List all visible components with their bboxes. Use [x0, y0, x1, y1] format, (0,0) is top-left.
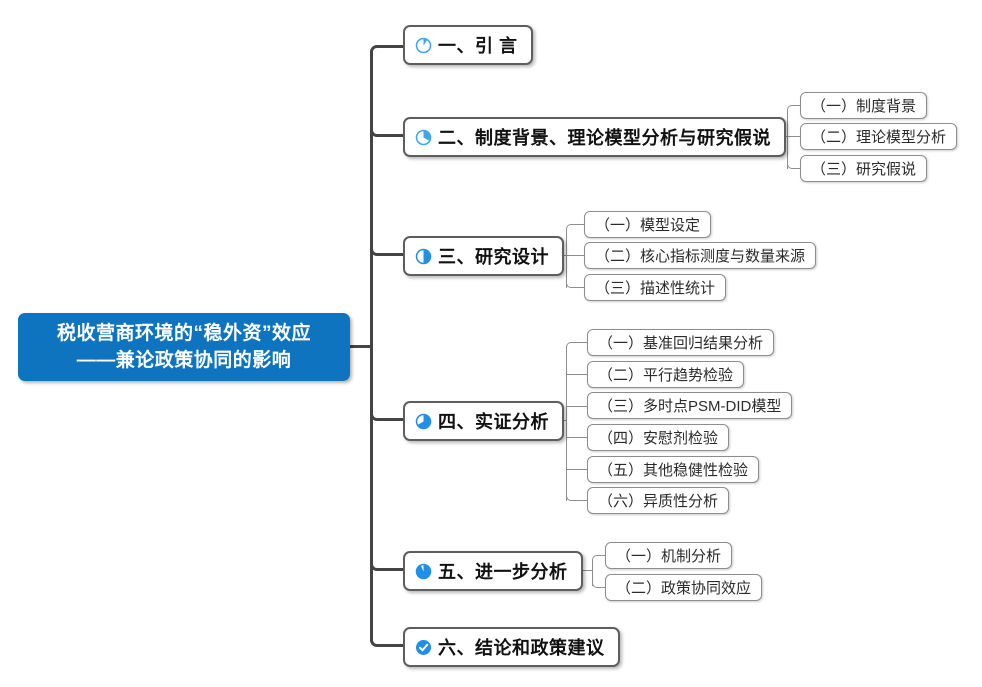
- sub-node-4-2[interactable]: （二）平行趋势检验: [587, 361, 745, 388]
- connector-sub5-elbow-2: [592, 578, 602, 588]
- branch-node-4[interactable]: 四、实证分析: [403, 401, 564, 441]
- connector-sub2-elbow-1: [787, 105, 797, 115]
- connector-sub2-trunk: [787, 112, 788, 169]
- sub-node-label: （一）基准回归结果分析: [598, 335, 764, 352]
- connector-sub2-lead-2: [787, 136, 801, 137]
- branch-node-2[interactable]: 二、制度背景、理论模型分析与研究假说: [403, 117, 786, 157]
- pie-progress-icon: [415, 129, 432, 146]
- branch-node-3[interactable]: 三、研究设计: [403, 236, 564, 276]
- sub-node-3-2[interactable]: （二）核心指标测度与数量来源: [584, 242, 817, 269]
- connector-root-stub: [350, 345, 373, 348]
- sub-node-4-6[interactable]: （六）异质性分析: [587, 487, 730, 514]
- sub-node-label: （一）机制分析: [616, 548, 722, 565]
- connector-lead-branch-4: [386, 418, 404, 421]
- connector-sub5-trunk: [592, 562, 593, 586]
- root-node[interactable]: 税收营商环境的“稳外资”效应 ——兼论政策协同的影响: [18, 313, 350, 381]
- sub-node-label: （五）其他稳健性检验: [598, 462, 749, 479]
- check-circle-icon: [415, 639, 432, 656]
- connector-lead-branch-1: [386, 45, 404, 48]
- pie-progress-icon: [415, 563, 432, 580]
- pie-progress-icon: [415, 413, 432, 430]
- sub-node-4-3[interactable]: （三）多时点PSM-DID模型: [587, 392, 793, 419]
- connector-sub4-lead-4: [566, 437, 588, 438]
- sub-node-5-1[interactable]: （一）机制分析: [605, 542, 733, 569]
- sub-node-label: （三）研究假说: [811, 161, 917, 178]
- connector-sub4-elbow-1: [566, 342, 576, 352]
- sub-node-5-2[interactable]: （二）政策协同效应: [605, 574, 763, 601]
- sub-node-label: （三）描述性统计: [595, 280, 716, 297]
- connector-sub4-lead-3: [566, 406, 588, 407]
- connector-sub2-lead-1: [795, 105, 801, 106]
- sub-node-3-1[interactable]: （一）模型设定: [584, 211, 712, 238]
- connector-sub4-elbow-6: [566, 491, 576, 501]
- connector-sub4-lead-2: [566, 374, 588, 375]
- connector-lead-branch-6: [386, 644, 404, 647]
- connector-sub3-lead-3: [574, 287, 585, 288]
- sub-node-4-4[interactable]: （四）安慰剂检验: [587, 424, 730, 451]
- connector-sub3-elbow-1: [566, 224, 576, 234]
- connector-sub4-trunk: [566, 349, 567, 501]
- connector-sub4-lead-5: [566, 469, 588, 470]
- branch-label-5: 五、进一步分析: [438, 562, 568, 582]
- connector-lead-branch-5: [386, 568, 404, 571]
- root-title-line-2: ——兼论政策协同的影响: [76, 350, 292, 371]
- connector-lead-branch-2: [386, 134, 404, 137]
- connector-elbow-branch-5: [370, 553, 388, 571]
- connector-sub5-elbow-1: [592, 555, 602, 565]
- sub-node-4-1[interactable]: （一）基准回归结果分析: [587, 329, 775, 356]
- sub-node-2-2[interactable]: （二）理论模型分析: [800, 123, 958, 150]
- sub-node-3-3[interactable]: （三）描述性统计: [584, 274, 727, 301]
- pie-progress-icon: [415, 37, 432, 54]
- sub-node-4-5[interactable]: （五）其他稳健性检验: [587, 456, 760, 483]
- pie-progress-icon: [415, 248, 432, 265]
- connector-sub3-lead-1: [574, 224, 585, 225]
- connector-elbow-branch-2: [370, 119, 388, 137]
- connector-lead-branch-3: [386, 253, 404, 256]
- branch-label-4: 四、实证分析: [438, 412, 549, 432]
- sub-node-label: （二）核心指标测度与数量来源: [595, 248, 806, 265]
- connector-sub2-elbow-3: [787, 159, 797, 169]
- connector-elbow-branch-1: [370, 45, 388, 63]
- connector-elbow-branch-6: [370, 629, 388, 647]
- branch-label-6: 六、结论和政策建议: [438, 638, 605, 658]
- branch-node-1[interactable]: 一、引 言: [403, 25, 533, 65]
- sub-node-label: （六）异质性分析: [598, 493, 719, 510]
- sub-node-label: （一）制度背景: [811, 98, 917, 115]
- sub-node-label: （二）平行趋势检验: [598, 367, 734, 384]
- branch-node-6[interactable]: 六、结论和政策建议: [403, 627, 620, 667]
- sub-node-2-3[interactable]: （三）研究假说: [800, 155, 928, 182]
- connector-sub3-elbow-3: [566, 278, 576, 288]
- sub-node-label: （一）模型设定: [595, 217, 701, 234]
- branch-node-5[interactable]: 五、进一步分析: [403, 551, 583, 591]
- sub-node-label: （二）政策协同效应: [616, 580, 752, 597]
- connector-sub4-lead-1: [574, 342, 588, 343]
- connector-elbow-branch-4: [370, 403, 388, 421]
- connector-sub5-stub: [581, 570, 592, 571]
- connector-sub3-trunk: [566, 231, 567, 288]
- branch-label-3: 三、研究设计: [438, 247, 549, 267]
- sub-node-label: （三）多时点PSM-DID模型: [598, 398, 782, 415]
- connector-main-trunk: [370, 53, 373, 639]
- sub-node-label: （二）理论模型分析: [811, 129, 947, 146]
- connector-sub2-lead-3: [795, 168, 801, 169]
- branch-label-1: 一、引 言: [438, 36, 518, 56]
- sub-node-label: （四）安慰剂检验: [598, 430, 719, 447]
- connector-elbow-branch-3: [370, 238, 388, 256]
- sub-node-2-1[interactable]: （一）制度背景: [800, 92, 928, 119]
- branch-label-2: 二、制度背景、理论模型分析与研究假说: [438, 128, 771, 148]
- connector-sub5-lead-2: [600, 587, 606, 588]
- connector-sub4-lead-6: [574, 500, 588, 501]
- root-title-line-1: 税收营商环境的“稳外资”效应: [56, 323, 311, 344]
- connector-sub3-lead-2: [566, 255, 585, 256]
- connector-sub5-lead-1: [600, 555, 606, 556]
